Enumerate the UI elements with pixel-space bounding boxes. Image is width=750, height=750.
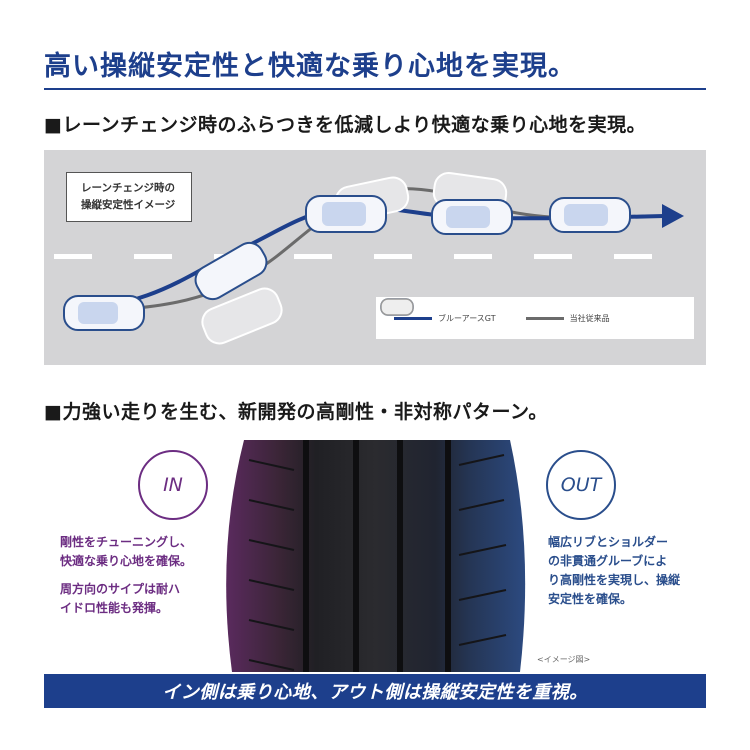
diagram-label-box: レーンチェンジ時の 操縦安定性イメージ [66, 172, 192, 222]
legend-competitor-line [525, 316, 564, 320]
out-text-line4: 安定性を確保。 [548, 592, 633, 606]
out-side-badge: OUT [546, 450, 616, 520]
section-heading-lane-change: ■レーンチェンジ時のふらつきを低減しより快適な乗り心地を実現。 [44, 114, 647, 136]
tire-tread-image [226, 440, 526, 672]
in-description-2: 周方向のサイプは耐ハ イドロ性能も発揮。 [60, 580, 230, 618]
lane-markings [54, 254, 652, 259]
out-text-line1: 幅広リブとショルダー [548, 535, 669, 549]
tire-illustration [44, 440, 706, 672]
in-side-badge: IN [138, 450, 208, 520]
diagram-label-line1: レーンチェンジ時の [81, 182, 175, 194]
legend-competitor-label: 当社従来品 [569, 313, 610, 323]
out-text-line2: の非貫通グルーブによ [548, 554, 668, 568]
out-text-line3: り高剛性を実現し、操縦 [548, 573, 681, 587]
tire-body [226, 440, 526, 672]
in-text-1-line1: 剛性をチューニングし、 [60, 535, 193, 549]
diagram-label-line2: 操縦安定性イメージ [81, 199, 176, 211]
headline-rule [44, 88, 706, 90]
tread-grooves [303, 440, 451, 672]
car-windows [78, 202, 608, 324]
in-text-1-line2: 快適な乗り心地を確保。 [60, 554, 193, 568]
in-description-1: 剛性をチューニングし、 快適な乗り心地を確保。 [60, 533, 230, 571]
tread-sipes [248, 454, 507, 671]
image-note: <イメージ図> [537, 655, 591, 664]
bottom-banner: イン側は乗り心地、アウト側は操縦安定性を重視。 [44, 674, 706, 708]
legend: ブルーアースGT 当社従来品 [376, 297, 694, 339]
legend-product-label: ブルーアースGT [438, 313, 496, 323]
section-heading-tread-pattern: ■力強い走りを生む、新開発の高剛性・非対称パターン。 [44, 401, 548, 423]
legend-product-line [394, 316, 432, 320]
lane-change-diagram: レーンチェンジ時の 操縦安定性イメージ ブルーアースGT 当社従来品 [44, 150, 706, 365]
out-description: 幅広リブとショルダー の非貫通グルーブによ り高剛性を実現し、操縦 安定性を確保… [548, 533, 718, 609]
headline: 高い操縦安定性と快適な乗り心地を実現。 [44, 51, 576, 82]
arrow-head-icon [662, 204, 684, 228]
legend-competitor-car-icon [380, 298, 414, 316]
road-illustration [54, 171, 684, 345]
in-text-2-line1: 周方向のサイプは耐ハ [60, 582, 181, 596]
in-text-2-line2: イドロ性能も発揮。 [60, 601, 169, 615]
